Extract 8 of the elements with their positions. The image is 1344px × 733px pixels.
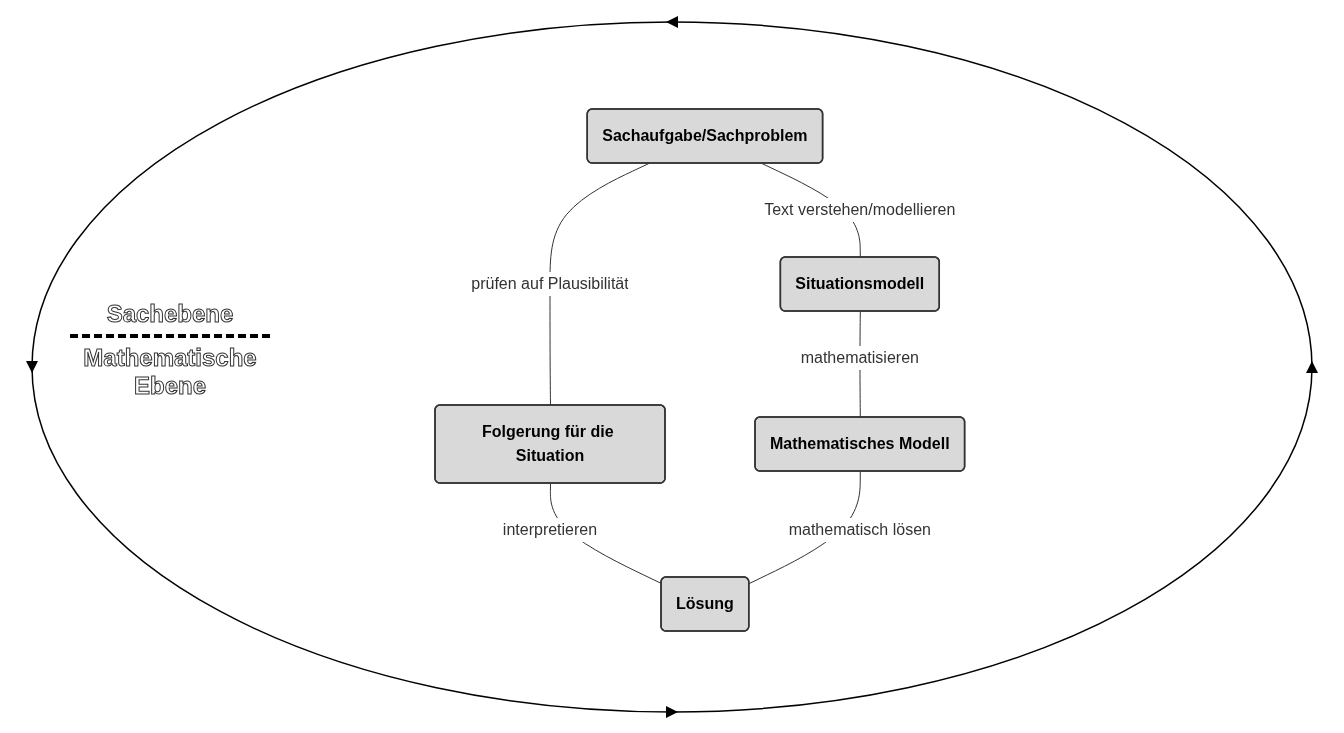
level-label: Mathematische Ebene: [82, 344, 258, 400]
edge-label: mathematisch lösen: [788, 521, 932, 538]
edge-label: Text verstehen/modellieren: [764, 201, 956, 218]
edge-label: interpretieren: [503, 521, 598, 538]
level-label: Sachebene: [105, 300, 235, 328]
connector: [549, 163, 650, 406]
edge-label: prüfen auf Plausibilität: [471, 275, 629, 292]
edge-label: mathematisieren: [800, 349, 920, 366]
